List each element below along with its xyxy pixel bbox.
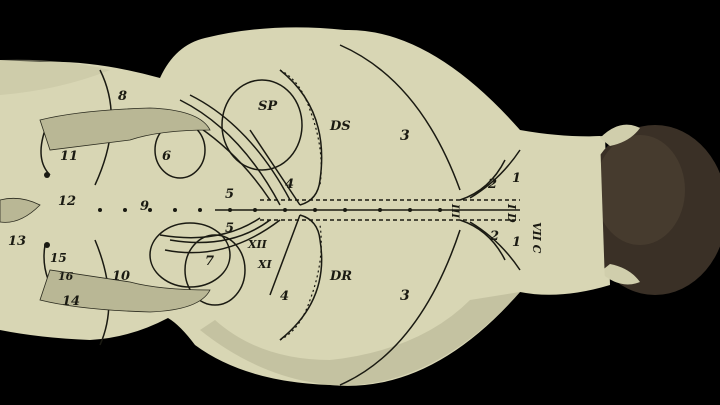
label-sp: SP: [258, 99, 278, 114]
spine-dots: [44, 172, 442, 248]
label-7: 7: [205, 254, 214, 269]
label-15: 15: [50, 251, 67, 265]
label-i-d: I D: [505, 203, 518, 223]
label-4a: 4: [285, 177, 294, 192]
torso-shadow-left: [0, 59, 110, 95]
label-8: 8: [118, 89, 127, 104]
label-1a: 1: [512, 171, 521, 186]
label-vii-c: VII C: [530, 222, 543, 254]
label-1b: 1: [512, 235, 521, 250]
label-6: 6: [162, 149, 171, 164]
diagram-lines: [40, 44, 521, 386]
label-2a: 2: [487, 177, 497, 192]
ear-top: [600, 124, 640, 146]
label-11: 11: [60, 149, 78, 164]
label-10: 10: [112, 269, 130, 284]
label-4b: 4: [280, 289, 289, 304]
label-iii: III: [449, 203, 460, 218]
label-16: 16: [58, 270, 74, 283]
label-14: 14: [62, 294, 80, 309]
hair-highlight: [595, 135, 685, 245]
cross-hatched-boundaries: [279, 69, 322, 341]
label-13: 13: [8, 234, 26, 249]
label-5a: 5: [225, 187, 234, 202]
label-xii: XII: [247, 238, 268, 251]
label-3b: 3: [400, 288, 410, 304]
colon-texture: [0, 107, 211, 313]
ear-bottom: [600, 264, 640, 285]
neck: [520, 136, 605, 290]
label-xi: XI: [257, 258, 273, 271]
label-5b: 5: [225, 221, 234, 236]
label-12: 12: [58, 194, 76, 209]
label-2b: 2: [489, 229, 499, 244]
label-9: 9: [140, 199, 149, 214]
label-3a: 3: [400, 128, 410, 144]
label-dr: DR: [329, 269, 352, 284]
diagram-labels: 8 11 12 13 6 9 7 5 5 10 15 16 14 SP DS D…: [8, 89, 543, 309]
label-ds: DS: [329, 119, 351, 134]
torso-shadow: [200, 292, 520, 386]
